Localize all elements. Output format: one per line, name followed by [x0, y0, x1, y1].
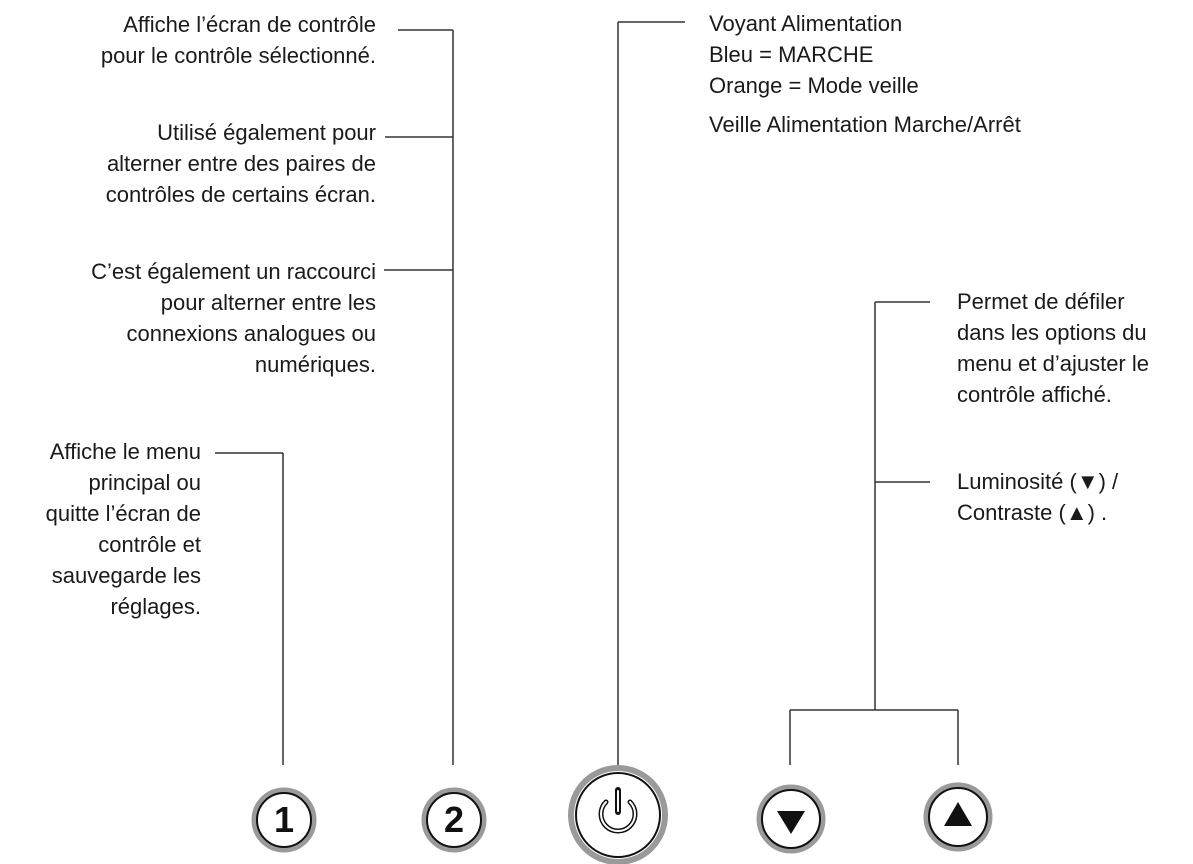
button1-callout: Affiche le menu principal ou quitte l’éc…: [46, 436, 201, 622]
callout-line: Luminosité (▼) /: [957, 469, 1119, 494]
callout-line: connexions analogues ou: [126, 321, 376, 346]
callout-line: sauvegarde les: [51, 563, 201, 588]
callout-line: réglages.: [110, 594, 201, 619]
callout-line: pour alterner entre les: [160, 290, 376, 315]
button-1-label: 1: [274, 799, 294, 840]
up-button[interactable]: [923, 782, 993, 852]
callout-line: dans les options du: [957, 320, 1147, 345]
power-callout: Voyant Alimentation Bleu = MARCHE Orange…: [709, 8, 1021, 140]
down-button[interactable]: [756, 784, 826, 854]
callout-line: principal ou: [88, 470, 201, 495]
button2-callout-display: Affiche l’écran de contrôle pour le cont…: [101, 9, 376, 71]
callout-line: Affiche l’écran de contrôle: [123, 12, 376, 37]
callout-line: contrôle et: [98, 532, 201, 557]
callout-line: numériques.: [254, 352, 376, 377]
callout-line: Orange = Mode veille: [709, 73, 919, 98]
power-icon: [598, 787, 638, 834]
button-2[interactable]: 2: [421, 787, 487, 853]
button-1[interactable]: 1: [251, 787, 317, 853]
callout-line: contrôles de certains écran.: [105, 182, 376, 207]
callout-line: menu et d’ajuster le: [957, 351, 1149, 376]
callout-line: Bleu = MARCHE: [709, 42, 874, 67]
callout-line: quitte l’écran de: [45, 501, 201, 526]
callout-line: Affiche le menu: [49, 439, 201, 464]
up-arrow-icon: [944, 802, 972, 826]
callout-line: C’est également un raccourci: [91, 259, 376, 284]
button2-callout-shortcut: C’est également un raccourci pour altern…: [91, 256, 376, 380]
callout-line: Permet de défiler: [957, 289, 1125, 314]
down-arrow-icon: [777, 811, 805, 834]
callout-line: Voyant Alimentation: [709, 11, 903, 36]
callout-line: pour le contrôle sélectionné.: [100, 43, 376, 68]
button2-callout-alternate: Utilisé également pour alterner entre de…: [106, 117, 376, 210]
callout-line: Veille Alimentation Marche/Arrêt: [709, 112, 1021, 137]
callout-line: contrôle affiché.: [957, 382, 1112, 407]
arrows-callout-scroll: Permet de défiler dans les options du me…: [957, 286, 1149, 410]
power-button[interactable]: [567, 764, 669, 864]
button-2-label: 2: [444, 799, 464, 840]
callout-line: Utilisé également pour: [157, 120, 376, 145]
arrows-callout-brightness: Luminosité (▼) / Contraste (▲) .: [957, 466, 1118, 528]
callout-line: Contraste (▲) .: [957, 500, 1108, 525]
callout-line: alterner entre des paires de: [106, 151, 376, 176]
